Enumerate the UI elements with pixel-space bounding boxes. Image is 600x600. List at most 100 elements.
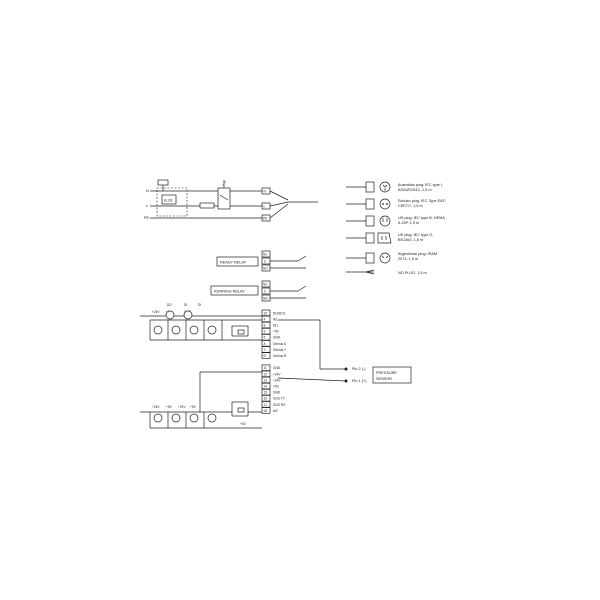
mains-supply-section: N L PE ELCB N L PE [144,179,318,222]
io-terminal-label: +24V [273,372,281,376]
io-terminal-number: Y [264,348,267,352]
io-terminal-label: +5V [273,385,280,389]
io-terminal-number: 4 [264,317,266,321]
top-sensor-inputs: DO DI +24V GND +5V DI [140,303,262,341]
svg-text:+5V: +5V [166,405,173,409]
uk-plug-icon [365,232,375,244]
svg-text:AS/NZS3112, 1,5 m: AS/NZS3112, 1,5 m [398,188,431,192]
argentinian-plug-icon [365,252,375,264]
svg-text:+5V: +5V [190,405,197,409]
svg-text:NO PLUG, 1,5 m: NO PLUG, 1,5 m [398,271,427,275]
io-terminal-label: DI3/DO1 [273,311,286,315]
io-terminal-number: 12 [264,372,268,376]
running-relay-label-box [210,285,259,296]
io-terminal [261,315,271,323]
svg-text:C: C [264,260,267,264]
svg-text:PE: PE [263,217,267,221]
io-terminal [261,376,271,384]
svg-text:BS1363, 1,5 m: BS1363, 1,5 m [398,238,423,242]
svg-text:L: L [264,205,266,209]
running-relay-label: RUNNING RELAY [214,290,245,294]
svg-text:DO: DO [167,303,172,307]
svg-text:US plug: IEC type B, NEMA: US plug: IEC type B, NEMA [398,216,445,220]
io-terminal [261,334,271,341]
pin2-label: Pin 2 (-) [352,367,366,371]
plug-us: US plug: IEC type B, NEMA 5-15P, 1,5 m [346,215,445,227]
svg-text:2073, 1,5 m: 2073, 1,5 m [398,257,418,261]
io-terminal-label: +24V [273,378,281,382]
io-terminal-number: 9 [264,330,266,334]
io-terminal [261,407,271,414]
svg-text:5-15P, 1,5 m: 5-15P, 1,5 m [398,221,419,225]
io-terminal [261,346,271,353]
us-plug-icon [365,215,375,227]
mains-label-pe: PE [144,216,150,220]
io-terminal-label: DI1 [273,324,278,328]
pressure-sensor-label-2: SENSOR [376,377,392,381]
io-terminal-number: B [264,354,266,358]
svg-text:DI: DI [198,303,201,307]
svg-text:+24V: +24V [152,310,160,314]
io-terminal-number: 15 [264,391,268,395]
io-terminal [261,370,271,378]
io-terminal-number: 18 [264,409,268,413]
mains-label-l: L [146,204,148,208]
io-terminal-number: 10 [264,311,268,315]
svg-text:UK plug: IEC type G,: UK plug: IEC type G, [398,233,433,237]
plug-argentinian: Argentinian plug: IRAM 2073, 1,5 m [346,252,437,264]
svg-text:NC: NC [263,253,268,257]
io-terminal [261,321,271,329]
pressure-sensor-label-1: PRESSURE [376,371,397,375]
sensor-top-1-icon [165,310,175,320]
mains-resistor [199,202,215,209]
ready-relay-label-box [216,256,259,267]
svg-text:NO: NO [263,267,268,271]
io-terminal [261,327,271,335]
svg-text:Australian plug: IEC type I,: Australian plug: IEC type I, [398,183,443,187]
svg-text:+24V: +24V [178,405,186,409]
svg-text:+24V: +24V [152,405,160,409]
io-terminal-number: 17 [264,403,268,407]
svg-text:CEE7/7, 1,5 m: CEE7/7, 1,5 m [398,204,423,208]
svg-text:N: N [264,190,267,194]
elcb-box [156,187,188,217]
elcb-unit [161,194,177,205]
plug-australian: Australian plug: IEC type I, AS/NZS3112,… [346,181,443,193]
pin1-label: Pin 1 (+) [352,379,367,383]
bottom-sensor-inputs: +24V +5V +24V +5V +5V [140,371,262,429]
elcb-label: ELCB [164,199,172,203]
mains-label-n: N [146,189,149,193]
io-terminal-label: AI1 [273,317,278,321]
io-terminal [261,309,271,317]
io-terminal-number: 8 [264,324,266,328]
svg-text:C: C [264,290,267,294]
io-terminal-label: GDS RX [273,403,286,407]
io-terminal [261,364,271,371]
io-terminal [261,388,271,396]
io-terminal-number: A [264,342,267,346]
svg-text:DI: DI [184,303,187,307]
io-terminal-number: 16 [264,397,268,401]
io-terminal-label: GND [273,336,281,340]
plug-none: NO PLUG, 1,5 m [346,269,427,275]
io-terminal-label: GDS TX [273,397,286,401]
svg-text:NO: NO [263,297,268,301]
io-terminal-label: Genius Y [273,348,287,352]
io-terminal-label: Genius A [273,342,287,346]
io-terminal-label: AI2 [273,409,278,413]
io-terminal [261,401,271,408]
schuko-plug-icon [365,198,375,210]
plug-schuko: Schuko plug: IEC Type E&F, CEE7/7, 1,5 m [346,198,446,210]
io-terminal-label: GND [273,391,281,395]
mains-small-device [157,179,169,186]
io-terminal-number: 11 [264,366,268,370]
io-terminal [261,382,271,390]
mains-switch-box [217,187,231,210]
running-relay-section: NC C NO RUNNING RELAY [210,280,307,302]
io-terminal-number: 13 [264,378,268,382]
io-terminal [261,340,271,347]
ready-relay-label: READY RELAY [220,261,247,265]
